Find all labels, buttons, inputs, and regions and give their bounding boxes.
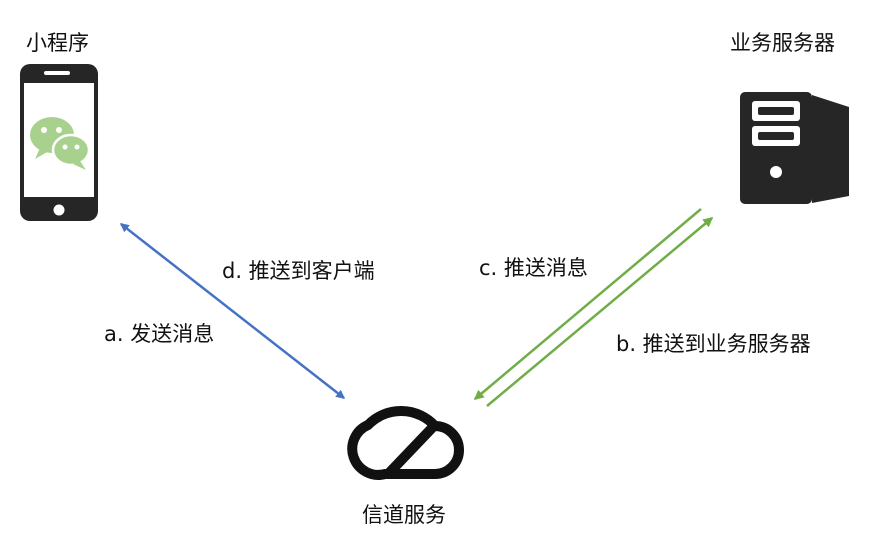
edge-label-b: b. 推送到业务服务器 bbox=[616, 332, 811, 356]
channel-label: 信道服务 bbox=[362, 503, 446, 527]
client-channel-link bbox=[119, 223, 346, 399]
server-label: 业务服务器 bbox=[730, 31, 835, 55]
server-tower-icon bbox=[740, 92, 849, 204]
edge-label-a: a. 发送消息 bbox=[104, 322, 215, 346]
client-label: 小程序 bbox=[26, 31, 89, 55]
smartphone-wechat-icon bbox=[20, 64, 98, 221]
tencent-cloud-icon bbox=[347, 406, 464, 480]
channel-to-server-arrow bbox=[486, 217, 714, 407]
edge-label-c: c. 推送消息 bbox=[479, 256, 588, 280]
server-to-channel-arrow bbox=[473, 208, 702, 400]
edge-label-d: d. 推送到客户端 bbox=[222, 259, 375, 283]
